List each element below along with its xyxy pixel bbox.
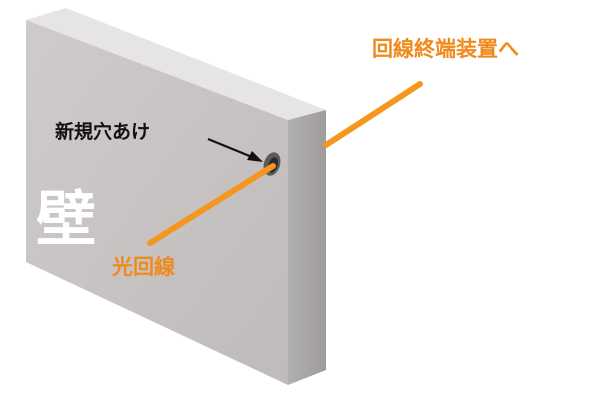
wall-top-face (26, 8, 326, 120)
wall-side-face (288, 110, 326, 385)
wall-front-face (26, 20, 288, 385)
cable-rear (323, 81, 423, 148)
arrow-head-icon (247, 151, 263, 162)
cable-front (147, 163, 276, 246)
arrow-shaft (207, 137, 253, 159)
hole-arrow (207, 137, 263, 162)
wall-label: 壁 (36, 185, 96, 255)
wall-block (26, 8, 326, 385)
new-hole-label: 新規穴あけ (55, 120, 150, 143)
to-ont-label: 回線終端装置へ (372, 37, 519, 61)
optical-line-label: 光回線 (111, 255, 175, 279)
